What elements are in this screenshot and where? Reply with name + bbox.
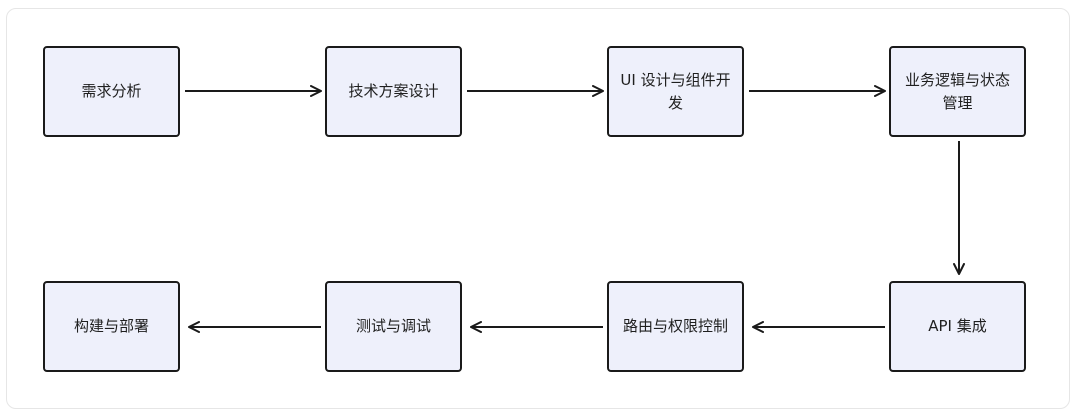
node-label: UI 设计与组件开发 [620,70,731,112]
node-label: 测试与调试 [355,317,431,335]
node-label: 技术方案设计 [348,82,439,100]
node-business-logic-state[interactable]: 业务逻辑与状态管理 [889,46,1026,137]
node-requirements-analysis[interactable]: 需求分析 [43,46,180,137]
node-build-deploy[interactable]: 构建与部署 [43,281,180,372]
node-api-integration[interactable]: API 集成 [889,281,1026,372]
node-routing-permissions[interactable]: 路由与权限控制 [607,281,744,372]
node-label: 路由与权限控制 [622,317,728,335]
node-testing-debugging[interactable]: 测试与调试 [325,281,462,372]
node-ui-component-dev[interactable]: UI 设计与组件开发 [607,46,744,137]
node-label: 构建与部署 [73,317,149,335]
node-label: 需求分析 [81,82,142,100]
node-label: API 集成 [928,317,987,335]
node-technical-design[interactable]: 技术方案设计 [325,46,462,137]
node-label: 业务逻辑与状态管理 [904,70,1010,112]
